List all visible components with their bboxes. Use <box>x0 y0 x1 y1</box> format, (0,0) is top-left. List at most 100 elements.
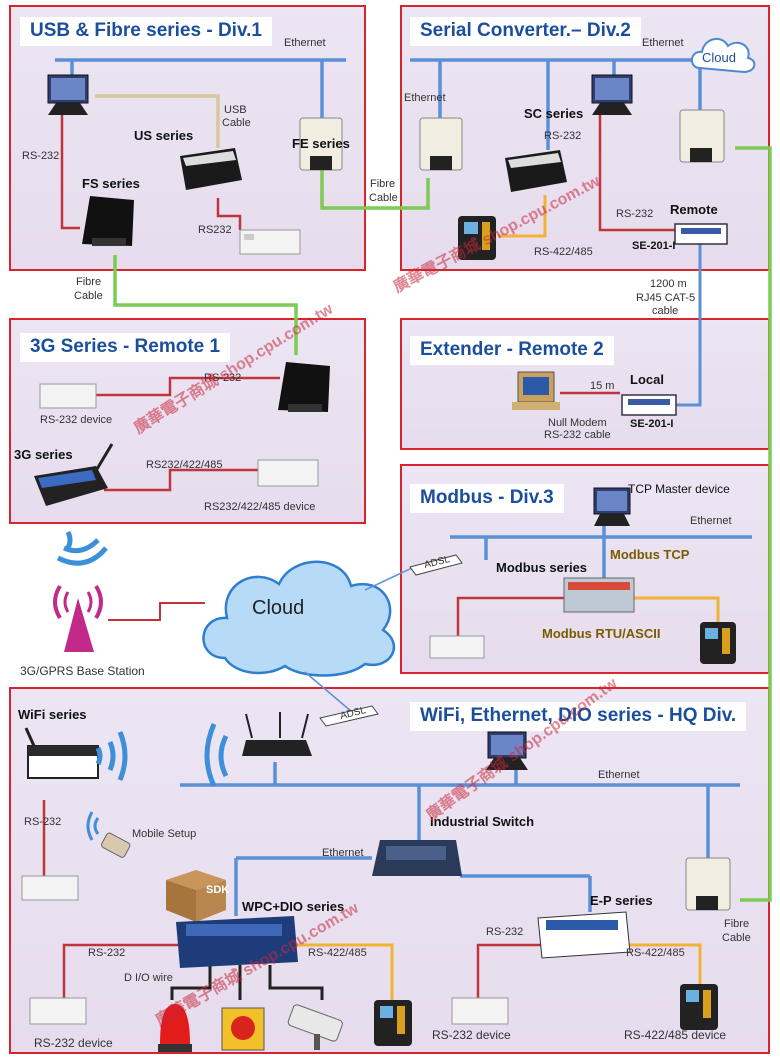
null-modem-label: Null Modem <box>548 417 607 429</box>
plc-device-icon <box>29 997 87 1025</box>
fingerprint-reader-icon <box>700 622 736 664</box>
cloud-small-icon <box>691 37 756 74</box>
ethernet-label: Ethernet <box>642 37 684 49</box>
dio-wire-label: D I/O wire <box>124 972 173 984</box>
plc-device-icon <box>21 875 79 901</box>
se201-local-label: SE-201-I <box>630 418 674 430</box>
dio-wires <box>170 965 324 1000</box>
div1-ethernet-bus <box>55 58 346 118</box>
distance-15-label: 15 m <box>590 380 615 392</box>
ep-rs485-line <box>628 943 702 985</box>
fibre-label: Fibre <box>724 918 750 930</box>
panel-title-div3: Modbus - Div.3 <box>410 484 564 513</box>
industrial-switch-label: Industrial Switch <box>430 814 535 829</box>
sdk-box-icon <box>166 870 226 922</box>
local-label: Local <box>630 372 664 387</box>
pc-icon <box>47 74 89 115</box>
modbus-rs485-line <box>628 596 720 626</box>
wpc-dio-device-icon <box>176 916 298 968</box>
rs422485-label: RS-422/485 <box>534 246 593 258</box>
fe-series-label: FE series <box>292 136 350 151</box>
base-cloud-line <box>108 602 205 621</box>
ep-series-device-icon <box>537 911 631 959</box>
panel-title-remote2: Extender - Remote 2 <box>410 336 614 365</box>
rs232-label: RS-232 <box>204 372 242 384</box>
mobile-setup-label: Mobile Setup <box>132 828 197 840</box>
base-station-label: 3G/GPRS Base Station <box>20 664 145 678</box>
wifi-signal-icon <box>95 731 128 781</box>
extender-cat5-line <box>675 244 702 407</box>
industrial-switch-icon <box>372 840 462 876</box>
rs232422485-device-label: RS232/422/485 device <box>204 501 316 513</box>
wifi-router-icon <box>24 727 99 779</box>
div2-rs232-line <box>598 112 675 232</box>
distance-1200-label: 1200 m <box>650 278 687 290</box>
wpc-rs485-line <box>296 943 394 1000</box>
remote1-rs232-line <box>96 376 280 397</box>
ethernet-label: Ethernet <box>322 847 364 859</box>
pc-icon <box>591 74 633 115</box>
modbus-rs232-line <box>456 596 578 640</box>
rs422485-label: RS-422/485 <box>308 947 367 959</box>
ethernet-label: Ethernet <box>598 769 640 781</box>
rs232-device-label: RS-232 device <box>432 1028 511 1042</box>
cable-label: Cable <box>722 932 751 944</box>
panel-title-div2: Serial Converter.– Div.2 <box>410 17 641 46</box>
modbus-gateway-icon <box>563 577 635 613</box>
plc-device-icon <box>257 459 319 487</box>
modbus-rtu-label: Modbus RTU/ASCII <box>542 626 661 641</box>
fs-series-device-icon <box>82 196 134 246</box>
pc-icon <box>593 487 631 526</box>
panel-title-remote1: 3G Series - Remote 1 <box>20 333 231 362</box>
rs232-label: RS-232 <box>616 208 654 220</box>
mobile-phone-icon <box>101 832 131 858</box>
sc-series-device-icon <box>505 150 567 192</box>
rs232-label: RS-232 <box>22 150 60 162</box>
rj45-label: RJ45 CAT-5 <box>636 292 696 304</box>
fibre-hq-line <box>735 146 772 902</box>
fe-device-icon <box>685 857 731 911</box>
sdk-label: SDK <box>206 884 230 896</box>
fingerprint-reader-icon <box>680 984 718 1030</box>
rs422485-device-label: RS-422/485 device <box>624 1028 727 1042</box>
div1-rs232b-line <box>216 198 242 230</box>
fs-series-label: FS series <box>82 176 140 191</box>
rs232-device-label: RS-232 device <box>34 1036 113 1050</box>
base-station-icon <box>53 584 103 652</box>
rs232-label: RS-232 <box>24 816 62 828</box>
rs232-device-label: RS-232 device <box>40 414 113 426</box>
cloud-adsl-line <box>364 567 413 591</box>
modbus-tcp-label: Modbus TCP <box>610 547 690 562</box>
hq-ethernet-bus <box>180 762 740 916</box>
rs422485-label: RS-422/485 <box>626 947 685 959</box>
ip-camera-icon <box>287 1004 343 1050</box>
cloud-small-label: Cloud <box>702 50 736 65</box>
router-icon <box>242 712 312 756</box>
ep-rs232-line <box>476 943 548 1000</box>
cable-label: Cable <box>74 290 103 302</box>
pc-icon <box>486 731 528 770</box>
plc-device-icon <box>429 635 485 659</box>
plc-device-icon <box>239 229 301 255</box>
ethernet-label: Ethernet <box>404 92 446 104</box>
usb-cable-label: USB <box>224 104 247 116</box>
3g-remote-device-icon <box>278 362 330 412</box>
rs232-label: RS-232 <box>88 947 126 959</box>
se201-local-icon <box>621 394 677 416</box>
cable-label: cable <box>652 305 679 317</box>
fe-series-device-icon <box>299 117 343 171</box>
se201-remote-icon <box>674 223 728 245</box>
panel-title-hq: WiFi, Ethernet, DIO series - HQ Div. <box>410 702 747 731</box>
ethernet-label: Ethernet <box>690 515 732 527</box>
mobile-setup-wifi-icon <box>86 811 100 841</box>
adsl-modem-icon <box>319 705 379 727</box>
pc-icon <box>512 371 560 410</box>
rs232-cable-label: RS-232 cable <box>544 429 611 441</box>
emergency-button-icon <box>221 1007 265 1051</box>
cable-label: Cable <box>369 192 398 204</box>
ethernet-label: Ethernet <box>284 37 326 49</box>
signal-waves-icon <box>56 530 108 566</box>
rs232422485-label: RS232/422/485 <box>146 459 223 471</box>
fibre-div1-div2-line <box>320 170 430 210</box>
cloud-adsl-hq-line <box>304 671 353 713</box>
